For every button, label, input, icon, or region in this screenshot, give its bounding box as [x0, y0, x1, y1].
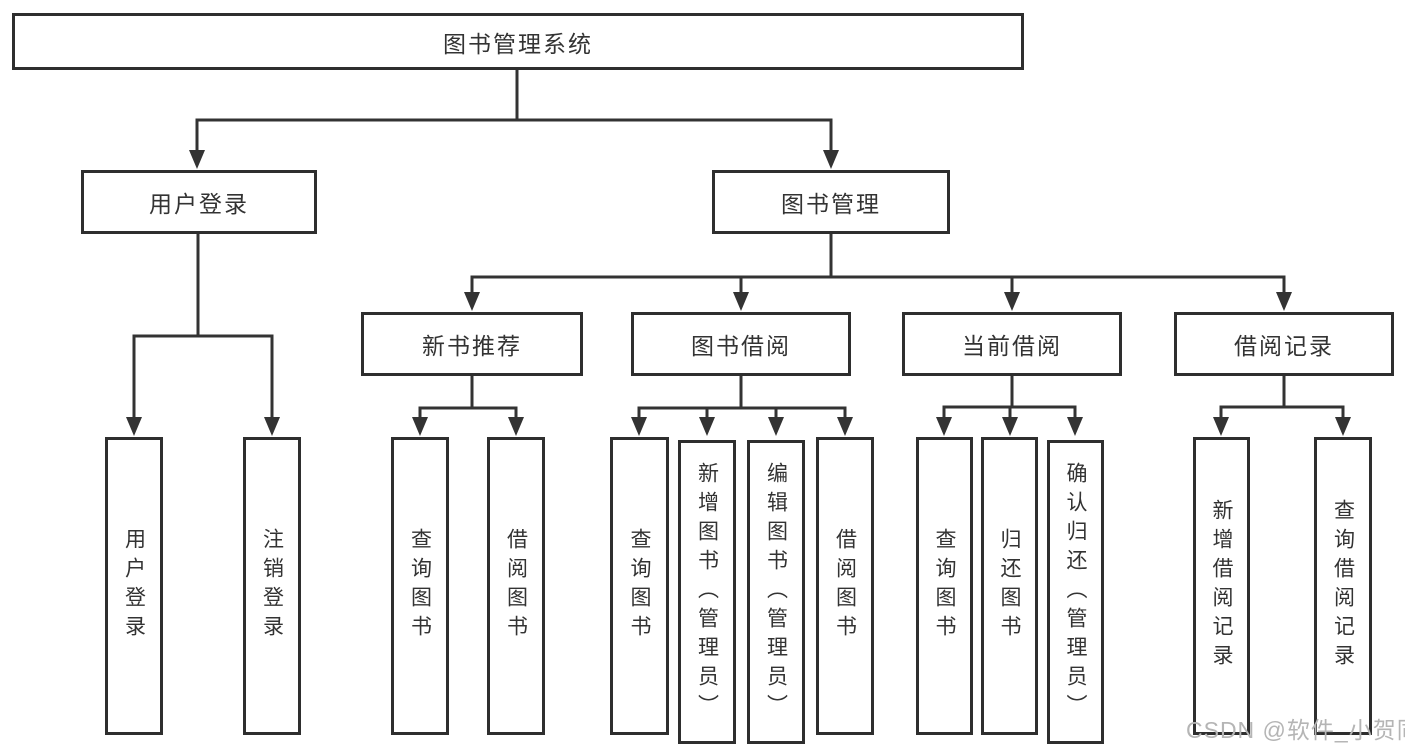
node-label: 注销登录: [260, 528, 284, 644]
node-root: 图书管理系统: [12, 13, 1024, 70]
node-label: 编辑图书（管理员）: [764, 461, 788, 723]
node-user-login: 用户登录: [81, 170, 317, 234]
node-label: 新增图书（管理员）: [695, 461, 719, 723]
connector-book-management-to-level3: [464, 232, 1292, 311]
leaf-confirm-return-admin: 确认归还（管理员）: [1047, 440, 1104, 744]
leaf-logout: 注销登录: [243, 437, 301, 735]
node-label: 新书推荐: [422, 333, 522, 359]
connector-borrow-records-to-leaves: [1213, 374, 1351, 436]
leaf-return-book: 归还图书: [981, 437, 1038, 735]
leaf-user-login: 用户登录: [105, 437, 163, 735]
leaf-query-borrow-record: 查询借阅记录: [1314, 437, 1372, 735]
leaf-query-books-borrow: 查询图书: [610, 437, 669, 735]
node-label: 确认归还（管理员）: [1064, 461, 1087, 723]
leaf-edit-book-admin: 编辑图书（管理员）: [747, 440, 805, 744]
leaf-add-book-admin: 新增图书（管理员）: [678, 440, 736, 744]
node-book-management: 图书管理: [712, 170, 950, 234]
watermark: CSDN @软件_小贺同学: [1186, 717, 1405, 743]
node-current-borrow: 当前借阅: [902, 312, 1122, 376]
connector-new-book-recommend-to-leaves: [412, 374, 524, 436]
node-label: 图书借阅: [691, 333, 791, 359]
node-label: 查询借阅记录: [1331, 499, 1355, 673]
node-label: 图书管理: [781, 191, 881, 217]
node-label: 归还图书: [998, 528, 1021, 644]
node-book-borrow: 图书借阅: [631, 312, 851, 376]
node-label: 用户登录: [122, 528, 146, 644]
leaf-borrow-books: 借阅图书: [816, 437, 874, 735]
connector-user-login-to-leaves: [126, 232, 280, 436]
node-label: 图书管理系统: [443, 30, 593, 57]
node-new-book-recommend: 新书推荐: [361, 312, 583, 376]
node-label: 借阅记录: [1234, 333, 1334, 359]
leaf-add-borrow-record: 新增借阅记录: [1193, 437, 1250, 735]
node-label: 查询图书: [628, 528, 651, 644]
node-label: 当前借阅: [962, 333, 1062, 359]
connector-book-borrow-to-leaves: [631, 374, 853, 436]
node-label: 查询图书: [933, 528, 956, 644]
node-borrow-records: 借阅记录: [1174, 312, 1394, 376]
node-label: 用户登录: [149, 191, 249, 217]
connector-current-borrow-to-leaves: [936, 374, 1083, 436]
leaf-query-books-recommend: 查询图书: [391, 437, 449, 735]
node-label: 借阅图书: [833, 528, 857, 644]
connector-root-to-level2: [189, 67, 839, 169]
node-label: 查询图书: [408, 528, 432, 644]
node-label: 借阅图书: [504, 528, 528, 644]
leaf-query-books-current: 查询图书: [916, 437, 973, 735]
leaf-borrow-books-recommend: 借阅图书: [487, 437, 545, 735]
node-label: 新增借阅记录: [1210, 499, 1233, 673]
